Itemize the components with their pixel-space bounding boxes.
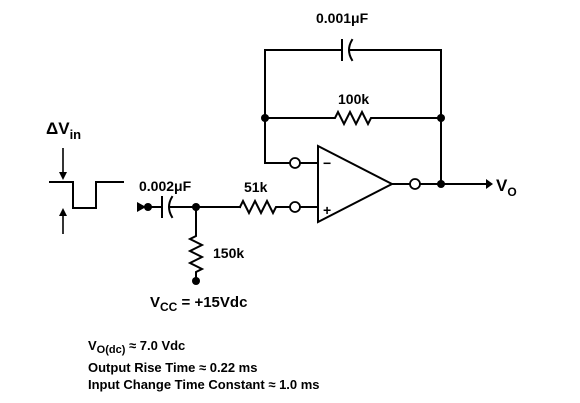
feedback-resistor-label: 100k xyxy=(338,91,369,107)
supply-node-dot xyxy=(192,277,200,285)
time-constant-note: Input Change Time Constant ≈ 1.0 ms xyxy=(88,377,320,392)
inverting-sign: − xyxy=(323,155,331,171)
output-arrow-icon xyxy=(486,179,493,189)
output-terminal xyxy=(409,178,421,190)
output-label: VO xyxy=(496,176,517,199)
bias-resistor-label: 150k xyxy=(213,245,244,261)
down-arrow-icon xyxy=(59,172,67,180)
inverting-input-terminal xyxy=(289,157,301,169)
input-resistor xyxy=(238,198,291,216)
input-step-waveform xyxy=(49,148,124,234)
delta-vin-label: ΔVin xyxy=(46,119,81,142)
input-resistor-label: 51k xyxy=(244,179,268,195)
up-arrow-icon xyxy=(59,208,67,216)
supply-label: VCC = +15Vdc xyxy=(150,294,247,314)
feedback-capacitor-label: 0.001μF xyxy=(316,10,369,26)
bias-resistor xyxy=(187,206,205,281)
feedback-capacitor xyxy=(264,38,442,119)
circuit-notes: VO(dc) ≈ 7.0 Vdc Output Rise Time ≈ 0.22… xyxy=(88,337,320,393)
output-dc-note: VO(dc) ≈ 7.0 Vdc xyxy=(88,338,186,356)
noninverting-sign: + xyxy=(323,202,331,218)
feedback-resistor xyxy=(264,109,442,127)
noninverting-input-terminal xyxy=(289,201,301,213)
rise-time-note: Output Rise Time ≈ 0.22 ms xyxy=(88,360,258,375)
op-amp-triangle xyxy=(317,144,395,224)
inverting-input-wire xyxy=(264,117,291,164)
junction-dot xyxy=(437,180,445,188)
input-capacitor-label: 0.002μF xyxy=(139,178,192,194)
input-arrow-icon xyxy=(137,202,146,212)
